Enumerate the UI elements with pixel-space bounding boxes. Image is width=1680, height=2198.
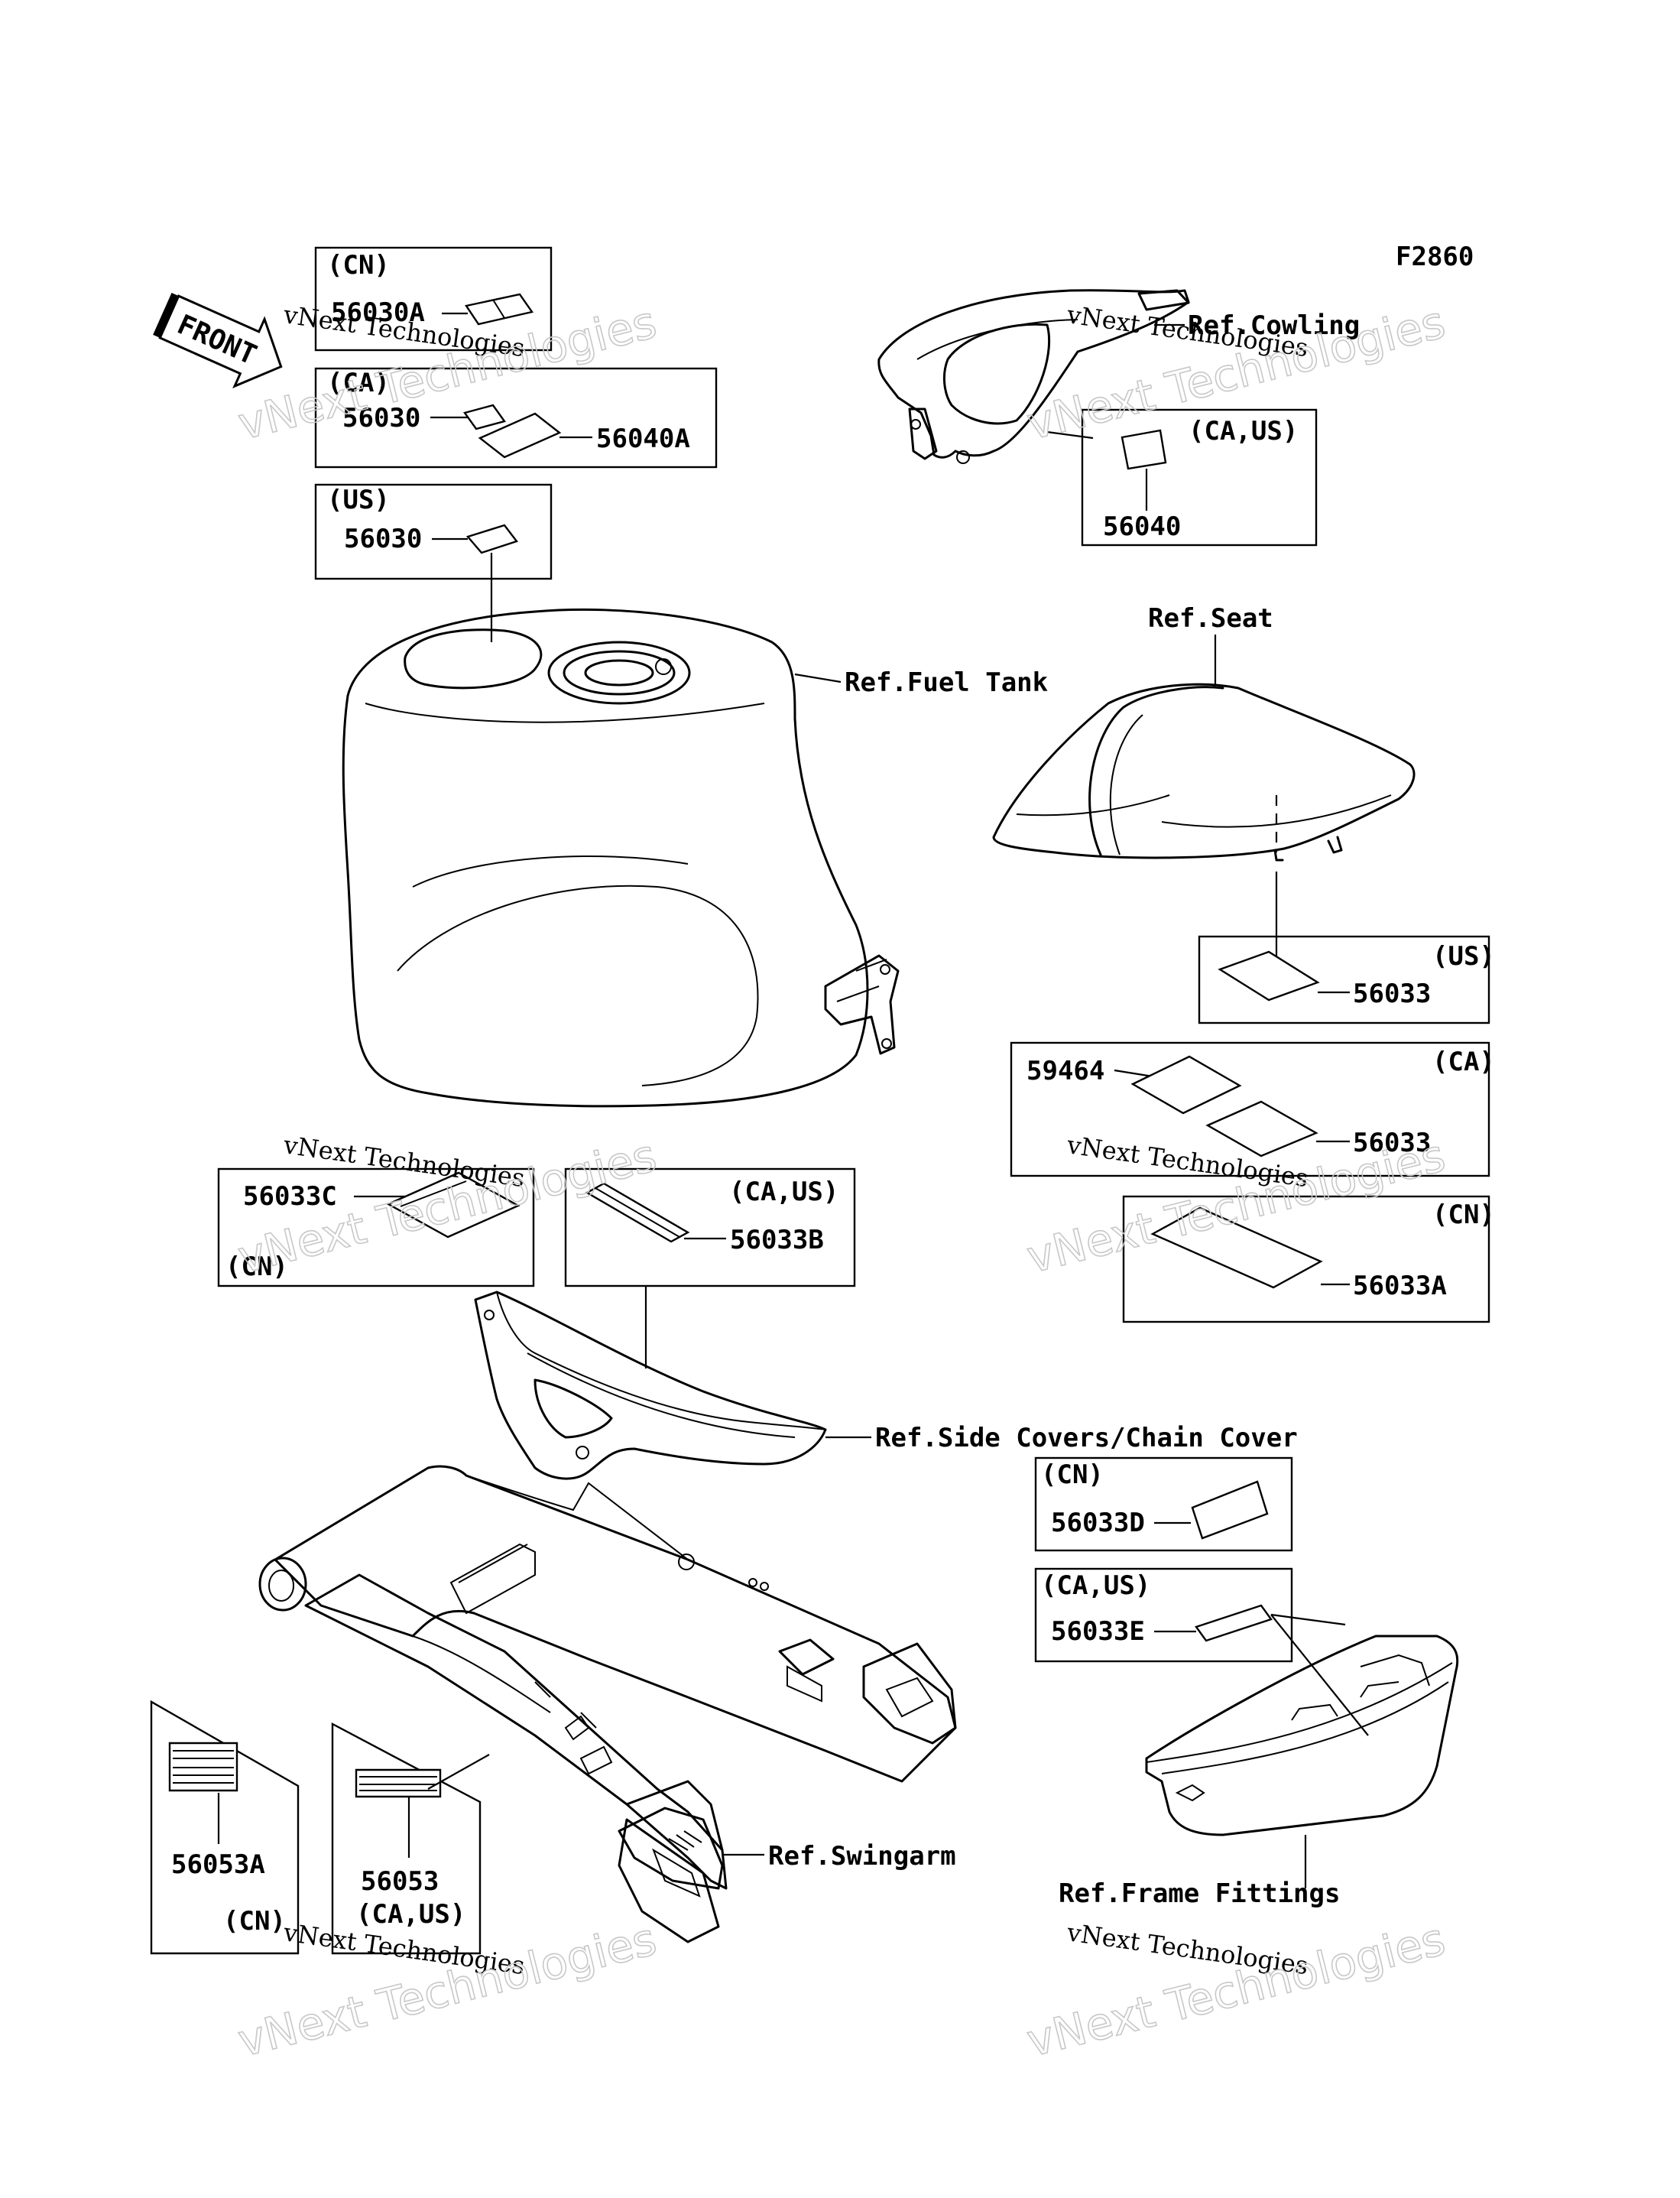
figure-code: F2860: [1396, 242, 1474, 272]
callout-seat-cn: (CN) 56033A: [1122, 1195, 1495, 1323]
callout-ca-tank: (CA) 56030 56040A: [314, 367, 718, 469]
chain-cover-illustration: [474, 1291, 827, 1480]
callout-chain-caus: (CA,US) 56033B: [564, 1167, 856, 1368]
swingarm-illustration: [258, 1465, 957, 1943]
front-arrow-icon: FRONT: [153, 293, 283, 388]
region-label: (US): [1432, 941, 1495, 972]
callout-swing-caus: 56053 (CA,US): [331, 1722, 490, 1955]
part-number: 56033A: [1353, 1271, 1447, 1301]
ref-swingarm: Ref.Swingarm: [768, 1841, 956, 1872]
region-label: (CA,US): [356, 1899, 465, 1930]
part-number: 56040A: [596, 424, 690, 454]
region-label: (CN): [223, 1906, 286, 1937]
part-number: 56033B: [730, 1225, 824, 1255]
region-label: (CA,US): [1041, 1570, 1150, 1601]
region-label: (CA,US): [1189, 416, 1298, 446]
callout-chain-cn: 56033C (CN): [217, 1167, 535, 1287]
part-number: 56030: [344, 524, 422, 554]
part-number: 56033: [1353, 979, 1431, 1009]
fuel-tank-illustration: [342, 608, 900, 1108]
callout-seat-us: (US) 56033: [1198, 935, 1495, 1024]
seat-illustration: [992, 683, 1416, 862]
callout-us-tank: (US) 56030: [314, 483, 553, 642]
part-number: 56033: [1353, 1128, 1431, 1158]
part-number: 56033C: [243, 1181, 337, 1212]
callout-frame-caus: (CA,US) 56033E: [1034, 1567, 1369, 1736]
part-number: 56033D: [1051, 1508, 1145, 1538]
region-label: (CA,US): [729, 1177, 838, 1207]
cowling-illustration: [877, 289, 1190, 464]
region-label: (CN): [225, 1252, 288, 1282]
watermark: vNext Technologies vNext Technologies vN…: [232, 295, 1451, 2067]
region-label: (CA): [1432, 1047, 1495, 1077]
part-number: 56053A: [171, 1849, 265, 1880]
region-label: (US): [327, 485, 390, 515]
callout-seat-ca: (CA) 59464 56033: [1010, 1041, 1495, 1177]
callout-cn-tank: (CN) 56030A: [314, 246, 553, 352]
ref-frame-fittings: Ref.Frame Fittings: [1059, 1878, 1340, 1909]
frame-fitting-tray-illustration: [1145, 1635, 1459, 1836]
ref-cowling: Ref.Cowling: [1188, 310, 1360, 341]
part-number: 56053: [361, 1866, 439, 1897]
region-label: (CN): [1432, 1200, 1495, 1230]
callout-cowling: (CA,US) 56040: [1046, 408, 1318, 547]
part-number: 56040: [1103, 511, 1181, 542]
part-number: 56033E: [1051, 1616, 1145, 1647]
ref-fuel-tank: Ref.Fuel Tank: [845, 667, 1048, 698]
part-number: 59464: [1026, 1056, 1104, 1086]
callout-frame-cn: (CN) 56033D: [1034, 1456, 1293, 1552]
region-label: (CA): [327, 368, 390, 398]
region-label: (CN): [327, 250, 390, 281]
ref-seat: Ref.Seat: [1148, 603, 1273, 634]
part-number: 56030A: [331, 297, 425, 328]
ref-side-covers: Ref.Side Covers/Chain Cover: [875, 1423, 1298, 1453]
region-label: (CN): [1041, 1459, 1104, 1490]
part-number: 56030: [342, 403, 420, 433]
callout-swing-cn: 56053A (CN): [150, 1700, 300, 1955]
